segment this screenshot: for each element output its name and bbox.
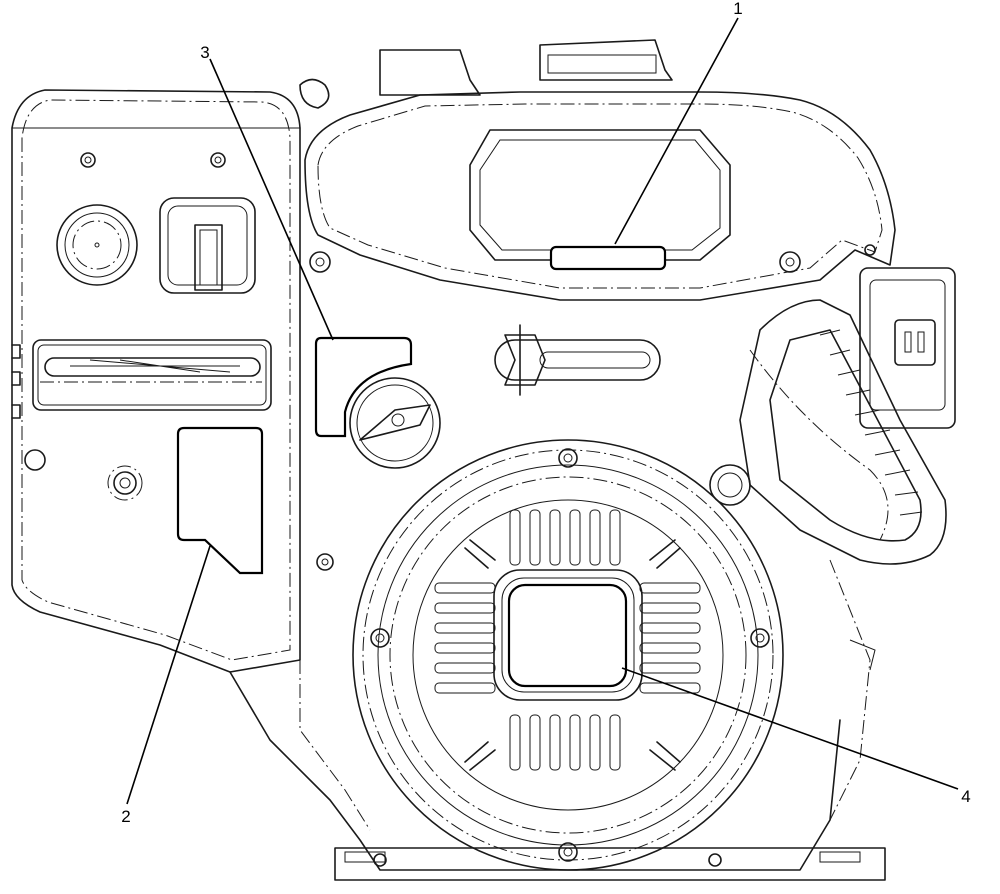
label-plate-2: [176, 426, 264, 575]
air-cleaner: [859, 267, 956, 429]
leader-line-1: [614, 17, 739, 245]
label-plate-4: [507, 583, 628, 688]
label-plate-3: [314, 336, 413, 438]
crankcase: [229, 559, 886, 881]
callout-number-1: 1: [733, 0, 742, 18]
leader-line-2: [126, 545, 211, 805]
recoil-starter: [316, 439, 784, 871]
callout-number-3: 3: [200, 43, 209, 62]
label-plate-1: [549, 245, 667, 271]
recoil-handle: [709, 299, 947, 565]
control-panel: [11, 89, 301, 673]
callout-number-2: 2: [121, 807, 130, 826]
fuel-tank: [299, 39, 896, 301]
leader-line-4: [621, 667, 959, 790]
callout-number-4: 4: [961, 787, 970, 806]
choke-lever: [494, 324, 661, 396]
fuel-valve: [349, 377, 441, 469]
leader-line-3: [209, 58, 334, 341]
